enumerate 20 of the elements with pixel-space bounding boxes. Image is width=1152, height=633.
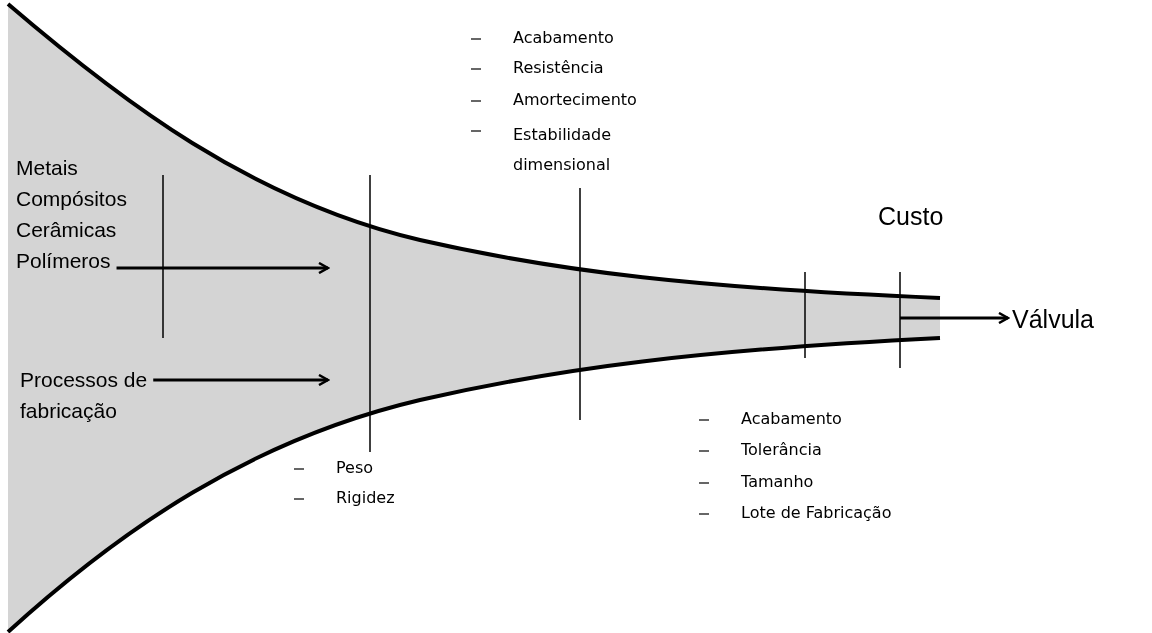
list-item: Acabamento [741, 409, 842, 429]
node-text: Cerâmicas [16, 217, 118, 243]
list-item: Tamanho [741, 472, 814, 492]
arrow [900, 311, 1010, 325]
arrow [116, 261, 330, 275]
node-text: Válvula [1012, 304, 1095, 335]
node-text: Compósitos [16, 186, 128, 212]
list-item: Resistência [513, 58, 604, 78]
list-item: Acabamento [513, 28, 614, 48]
list-item: Peso [336, 458, 374, 478]
node-text: Processos de fabricação [20, 367, 149, 424]
list-item: Amortecimento [513, 90, 637, 110]
arrow [153, 373, 330, 387]
node-text: Metais [16, 155, 79, 181]
list-item: Lote de Fabricação [741, 503, 892, 523]
node-text: Polímeros [16, 248, 112, 274]
list-item: Tolerância [741, 440, 822, 460]
heading-label: Custo [878, 206, 944, 226]
list-item: Estabilidade dimensional [513, 124, 612, 176]
list-item: Rigidez [336, 488, 395, 508]
